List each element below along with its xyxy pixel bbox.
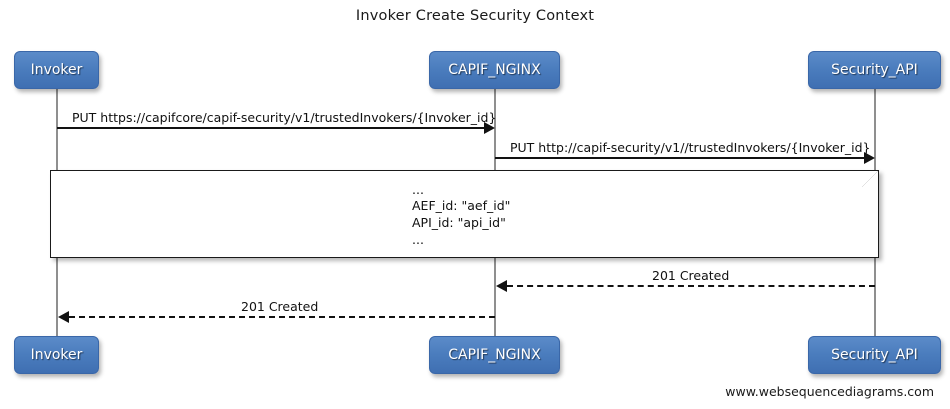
participant-invoker-top[interactable]: Invoker — [14, 51, 99, 89]
participant-label: Security_API — [831, 347, 918, 363]
participant-label: Invoker — [30, 62, 83, 78]
note-line-2: AEF_id: "aef_id" — [412, 198, 511, 213]
participant-security-api-top[interactable]: Security_API — [808, 51, 941, 89]
message-label-3: 201 Created — [652, 268, 730, 283]
message-label-1: PUT https://capifcore/capif-security/v1/… — [72, 110, 497, 125]
message-arrowhead-3 — [496, 280, 507, 292]
participant-security-api-bottom[interactable]: Security_API — [808, 336, 941, 374]
message-arrowhead-4 — [58, 311, 69, 323]
message-line-1 — [57, 127, 484, 129]
message-label-4: 201 Created — [241, 299, 319, 314]
participant-label: CAPIF_NGINX — [448, 62, 541, 78]
note-fold-inner — [862, 171, 878, 187]
message-line-3 — [507, 285, 875, 287]
participant-capif-nginx-bottom[interactable]: CAPIF_NGINX — [429, 336, 560, 374]
note-line-4: ... — [412, 232, 424, 247]
note-line-1: ... — [412, 182, 424, 197]
note-line-3: API_id: "api_id" — [412, 215, 506, 230]
note-box — [50, 170, 879, 258]
message-label-2: PUT http://capif-security/v1//trustedInv… — [510, 140, 871, 155]
message-line-4 — [69, 316, 495, 318]
message-arrowhead-1 — [484, 122, 495, 134]
watermark-footer: www.websequencediagrams.com — [725, 384, 934, 399]
page-title: Invoker Create Security Context — [355, 8, 595, 24]
participant-label: Security_API — [831, 62, 918, 78]
message-arrowhead-2 — [864, 152, 875, 164]
participant-label: Invoker — [30, 347, 83, 363]
participant-label: CAPIF_NGINX — [448, 347, 541, 363]
participant-capif-nginx-top[interactable]: CAPIF_NGINX — [429, 51, 560, 89]
participant-invoker-bottom[interactable]: Invoker — [14, 336, 99, 374]
message-line-2 — [495, 157, 864, 159]
